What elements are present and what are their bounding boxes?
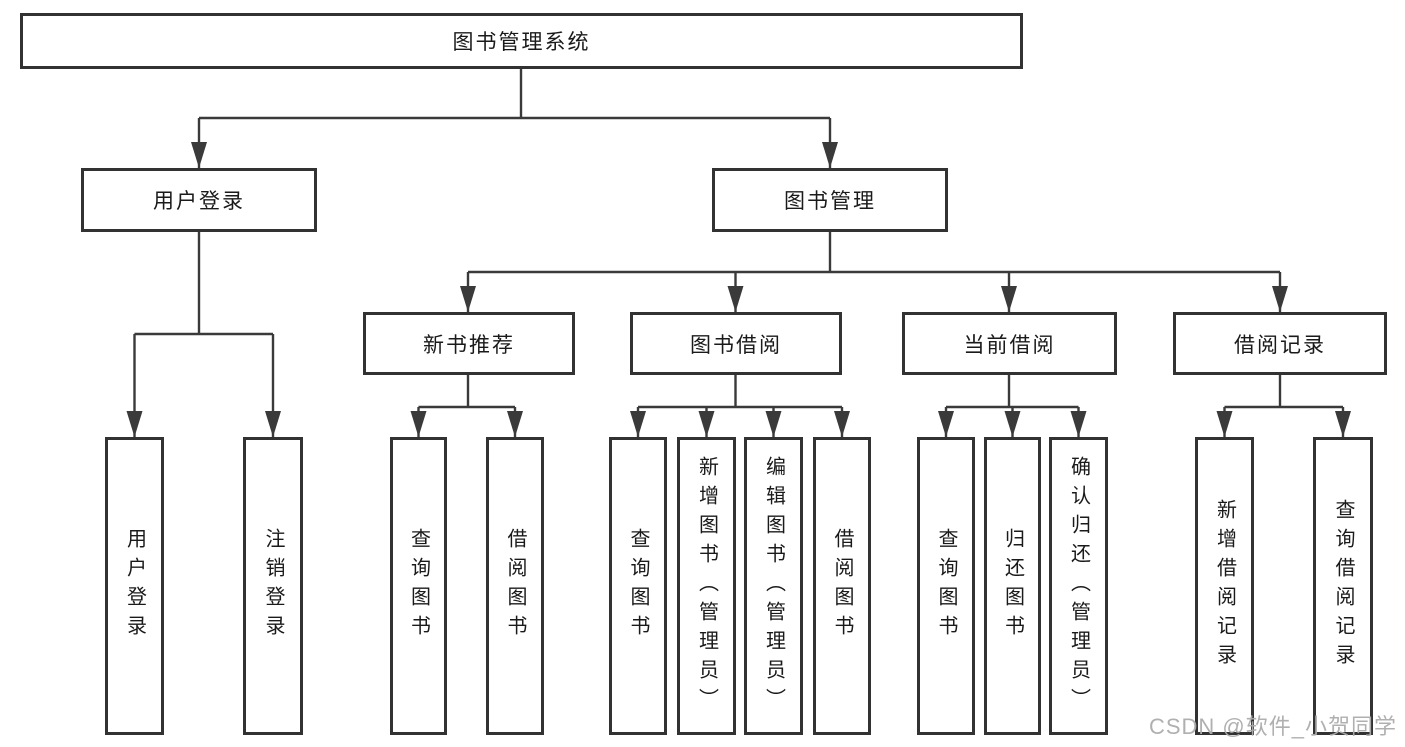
node-user-login: 用户登录: [81, 168, 317, 232]
leaf-query-books-recommend: 查询图书: [390, 437, 447, 735]
leaf-logout-label: 注销登录: [262, 528, 284, 644]
leaf-borrow-books-recommend-label: 借阅图书: [504, 528, 526, 644]
node-book-management: 图书管理: [712, 168, 948, 232]
leaf-add-books-admin-label: 新增图书（管理员）: [695, 455, 718, 717]
leaf-return-books: 归还图书: [984, 437, 1041, 735]
leaf-add-borrow-record: 新增借阅记录: [1195, 437, 1254, 735]
csdn-watermark: CSDN @软件_小贺同学: [1148, 714, 1397, 739]
node-book-borrow-label: 图书借阅: [690, 333, 782, 357]
leaf-query-books-recommend-label: 查询图书: [407, 528, 430, 644]
node-root-system: 图书管理系统: [20, 13, 1023, 69]
leaf-query-books-borrow-label: 查询图书: [627, 528, 649, 644]
leaf-edit-books-admin: 编辑图书（管理员）: [744, 437, 803, 735]
node-user-login-label: 用户登录: [153, 190, 245, 213]
leaf-borrow-books-label: 借阅图书: [831, 528, 853, 644]
leaf-return-books-label: 归还图书: [1001, 528, 1024, 644]
leaf-add-borrow-record-label: 新增借阅记录: [1213, 499, 1236, 673]
leaf-confirm-return-admin-label: 确认归还（管理员）: [1067, 455, 1090, 717]
node-current-borrow: 当前借阅: [902, 312, 1117, 375]
leaf-user-login: 用户登录: [105, 437, 164, 735]
node-book-management-label: 图书管理: [784, 190, 876, 213]
leaf-user-login-label: 用户登录: [123, 528, 146, 644]
leaf-query-borrow-record-label: 查询借阅记录: [1332, 499, 1354, 673]
node-root-system-label: 图书管理系统: [452, 31, 591, 54]
node-borrow-records-label: 借阅记录: [1234, 333, 1326, 357]
node-book-borrow: 图书借阅: [630, 312, 842, 375]
node-current-borrow-label: 当前借阅: [963, 333, 1056, 357]
node-new-book-recommend-label: 新书推荐: [423, 333, 515, 357]
node-new-book-recommend: 新书推荐: [363, 312, 575, 375]
leaf-edit-books-admin-label: 编辑图书（管理员）: [762, 455, 785, 717]
leaf-logout: 注销登录: [243, 437, 303, 735]
leaf-query-books-current: 查询图书: [917, 437, 975, 735]
leaf-query-books-borrow: 查询图书: [609, 437, 667, 735]
leaf-query-books-current-label: 查询图书: [935, 528, 957, 644]
leaf-borrow-books-recommend: 借阅图书: [486, 437, 544, 735]
node-borrow-records: 借阅记录: [1173, 312, 1387, 375]
leaf-borrow-books: 借阅图书: [813, 437, 871, 735]
leaf-confirm-return-admin: 确认归还（管理员）: [1049, 437, 1108, 735]
leaf-query-borrow-record: 查询借阅记录: [1313, 437, 1373, 735]
leaf-add-books-admin: 新增图书（管理员）: [677, 437, 736, 735]
